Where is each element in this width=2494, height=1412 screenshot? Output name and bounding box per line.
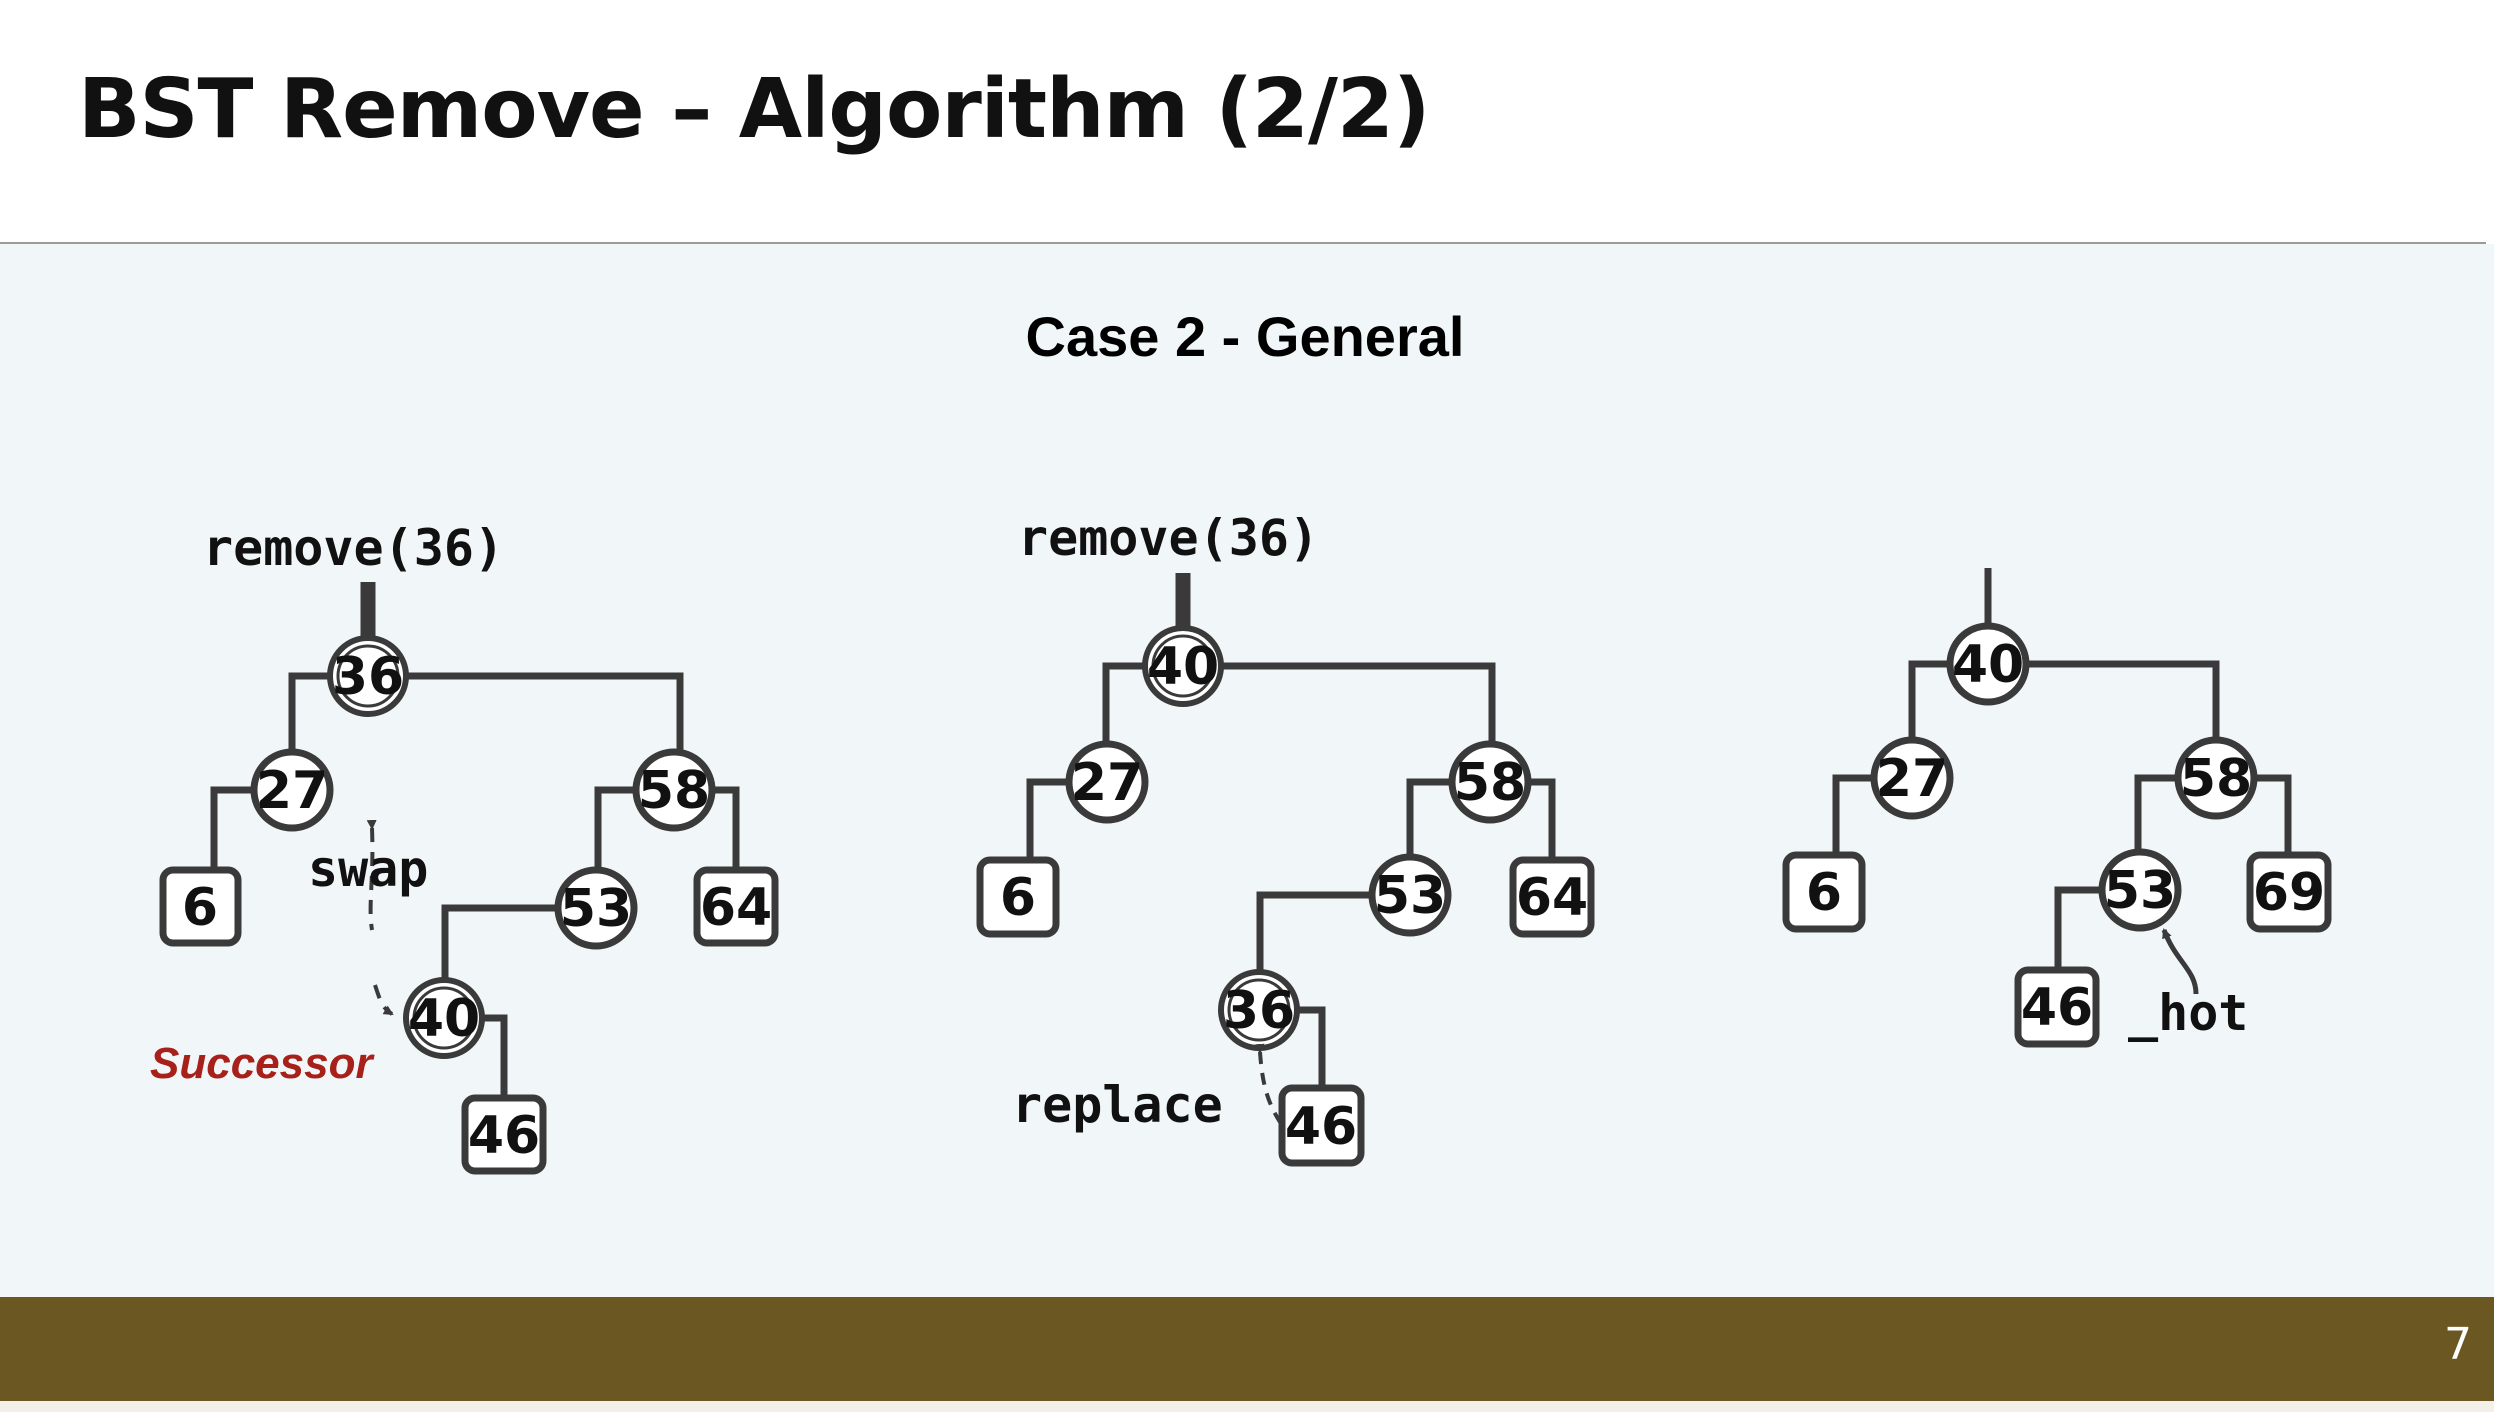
- node-40: 40: [403, 977, 485, 1059]
- node-label: 36: [1223, 981, 1295, 1041]
- hot-arrow: [2161, 928, 2199, 995]
- node-label: 53: [1374, 866, 1446, 926]
- hot-label: _hot: [2128, 984, 2248, 1042]
- leaf-46: 46: [1278, 1084, 1365, 1167]
- node-label: 40: [1147, 637, 1219, 697]
- node-58: 58: [2174, 736, 2258, 820]
- node-label: 40: [1952, 635, 2024, 695]
- leaf-label: 46: [1285, 1097, 1357, 1157]
- bottom-strip: [0, 1401, 2494, 1412]
- node-58: 58: [632, 748, 716, 832]
- tree-before-swap: 36 27 58 53 40: [150, 519, 779, 1175]
- leaf-label: 64: [1516, 868, 1588, 928]
- node-53: 53: [2098, 848, 2182, 932]
- node-label: 36: [332, 647, 404, 707]
- page-number: 7: [2444, 1319, 2472, 1370]
- leaf-label: 64: [700, 878, 772, 938]
- swap-arrow: [371, 828, 392, 1014]
- node-27: 27: [250, 748, 334, 832]
- title-divider: [0, 242, 2486, 244]
- node-27: 27: [1870, 736, 1954, 820]
- node-53: 53: [1368, 853, 1452, 937]
- replace-label: replace: [1012, 1076, 1223, 1134]
- node-label: 27: [1876, 749, 1948, 809]
- leaf-46: 46: [2014, 966, 2100, 1048]
- node-label: 53: [2104, 861, 2176, 921]
- tree-nodes: 40 27 58 53 6: [1782, 622, 2332, 1048]
- leaf-label: 69: [2253, 863, 2325, 923]
- node-27: 27: [1065, 740, 1149, 824]
- leaf-69: 69: [2246, 851, 2332, 933]
- diagram-heading: Case 2 - General: [1026, 305, 1465, 368]
- successor-label: Successor: [150, 1039, 375, 1088]
- node-label: 40: [408, 989, 480, 1049]
- leaf-64: 64: [1509, 856, 1595, 938]
- node-53: 53: [554, 866, 638, 950]
- node-label: 27: [1071, 753, 1143, 813]
- tree-after-swap: 40 27 58 53 36: [976, 509, 1595, 1167]
- tree-nodes: 40 27 58 53 36: [976, 625, 1595, 1167]
- operation-label: remove(36): [1018, 509, 1319, 567]
- leaf-6: 6: [159, 866, 242, 947]
- leaf-64: 64: [693, 866, 779, 947]
- node-label: 27: [256, 761, 328, 821]
- leaf-46: 46: [461, 1094, 547, 1175]
- leaf-label: 6: [1000, 868, 1036, 928]
- leaf-label: 46: [468, 1106, 540, 1166]
- leaf-6: 6: [976, 856, 1060, 938]
- slide-title: BST Remove – Algorithm (2/2): [78, 62, 1430, 157]
- node-36: 36: [327, 635, 409, 717]
- leaf-label: 46: [2021, 978, 2093, 1038]
- swap-label: swap: [308, 840, 428, 898]
- leaf-6: 6: [1782, 851, 1866, 933]
- node-label: 53: [560, 879, 632, 939]
- node-label: 58: [1454, 753, 1526, 813]
- node-label: 58: [638, 761, 710, 821]
- node-label: 58: [2180, 749, 2252, 809]
- tree-nodes: 36 27 58 53 40: [159, 635, 779, 1175]
- operation-label: remove(36): [203, 519, 504, 577]
- node-40: 40: [1142, 625, 1224, 707]
- node-58: 58: [1448, 740, 1532, 824]
- node-40: 40: [1946, 622, 2030, 706]
- footer-bar: 7: [0, 1297, 2494, 1401]
- leaf-label: 6: [1806, 863, 1842, 923]
- node-36: 36: [1218, 969, 1300, 1051]
- bst-remove-diagram: Case 2 - General 36: [150, 305, 2332, 1175]
- leaf-label: 6: [182, 878, 218, 938]
- content-panel: Case 2 - General 36: [0, 244, 2494, 1297]
- tree-after-remove: 40 27 58 53 6: [1782, 568, 2332, 1048]
- replace-arrow: [1254, 1043, 1282, 1124]
